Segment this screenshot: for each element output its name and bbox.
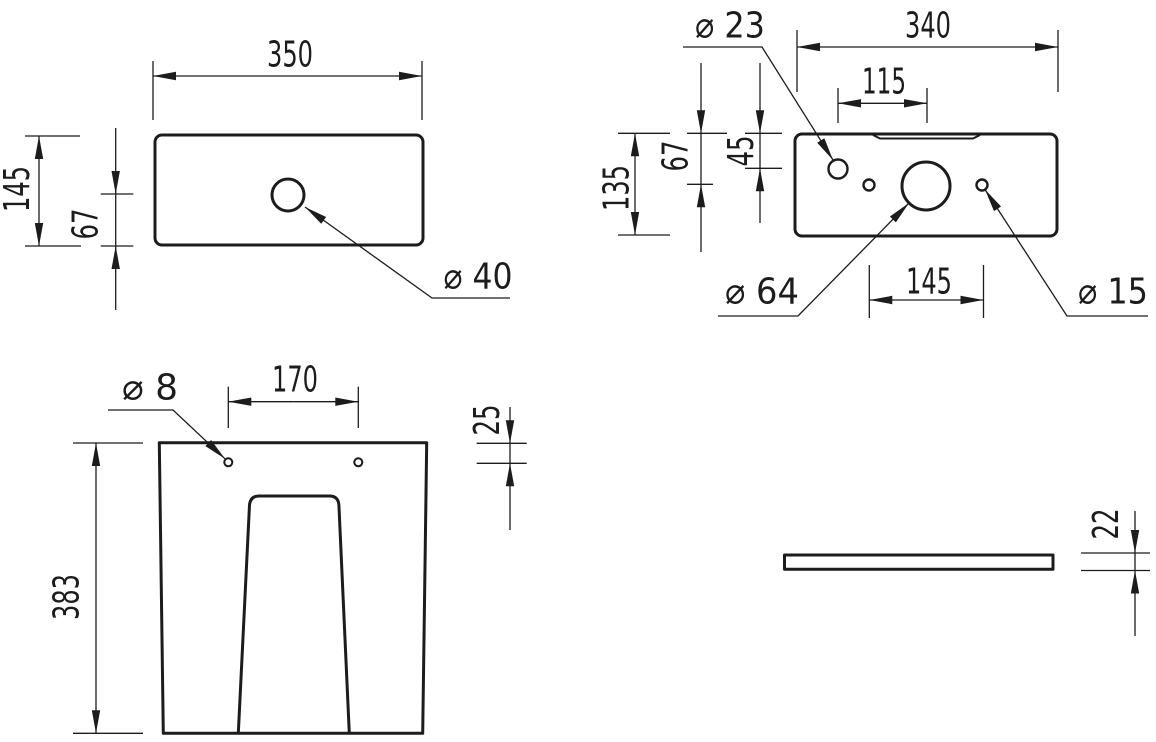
- dim-top-hole-spacing-115: 115: [837, 62, 928, 123]
- leader-label-dia-15: ⌀ 15: [1078, 272, 1148, 313]
- dim-label-115: 115: [862, 62, 906, 103]
- leader-hole-dia-8: ⌀ 8: [108, 368, 226, 460]
- leader-hole-dia-64: ⌀ 64: [718, 202, 910, 317]
- view-cistern-top: 350 145 67 ⌀ 40: [0, 35, 513, 310]
- dim-label-383: 383: [47, 574, 88, 620]
- pedestal-outline: [157, 441, 429, 735]
- view-lid-side: 22: [783, 509, 1150, 636]
- leader-line: [108, 409, 226, 460]
- dim-height-135: 135: [597, 132, 670, 236]
- hole-dia-15: [975, 178, 989, 192]
- cistern-top-outline: [153, 133, 425, 247]
- hole-small-left: [862, 178, 876, 192]
- leader-line: [718, 202, 910, 317]
- dim-bottom-hole-spacing-145: 145: [868, 262, 985, 318]
- dim-label-25: 25: [467, 405, 508, 436]
- dim-label-350: 350: [267, 35, 313, 76]
- pedestal-cutout: [236, 494, 351, 734]
- dim-width-350: 350: [152, 35, 423, 120]
- dim-hole-offset-67: 67: [66, 128, 134, 310]
- dim-main-hole-offset-67: 67: [656, 63, 727, 252]
- dim-label-45: 45: [721, 136, 762, 167]
- leader-hole-dia-40: ⌀ 40: [304, 206, 513, 299]
- leader-line: [984, 189, 1148, 317]
- lid-outline: [783, 553, 1055, 571]
- leader-line: [683, 46, 834, 161]
- dim-label-67: 67: [66, 209, 107, 240]
- dim-label-135: 135: [597, 165, 638, 211]
- cistern-front-outline: [793, 132, 1059, 238]
- dim-label-340: 340: [905, 6, 951, 47]
- dim-hole-spacing-170: 170: [227, 360, 359, 428]
- dim-hole-top-offset-25: 25: [467, 405, 527, 530]
- cistern-top-hole: [270, 177, 306, 213]
- dim-thickness-22: 22: [1081, 509, 1150, 636]
- fixing-hole-right: [353, 457, 364, 468]
- leader-label-dia-40: ⌀ 40: [444, 257, 513, 298]
- leader-line: [304, 206, 510, 299]
- dim-label-145: 145: [0, 166, 38, 212]
- leader-hole-dia-15: ⌀ 15: [984, 189, 1148, 317]
- leader-hole-dia-23: ⌀ 23: [683, 6, 834, 161]
- leader-label-dia-23: ⌀ 23: [695, 6, 765, 47]
- leader-label-dia-8: ⌀ 8: [122, 368, 178, 409]
- dim-height-383: 383: [47, 442, 143, 734]
- view-cistern-front: 340 115 135 67: [597, 6, 1148, 318]
- dim-left-hole-offset-45: 45: [721, 63, 782, 223]
- view-pedestal-front: 170 383 25 ⌀ 8: [47, 360, 527, 735]
- dim-label-145: 145: [906, 262, 952, 303]
- dim-label-170: 170: [272, 360, 318, 401]
- fixing-hole-left: [223, 457, 234, 468]
- dim-label-67: 67: [656, 141, 697, 172]
- dim-width-340: 340: [796, 6, 1059, 92]
- dim-label-22: 22: [1086, 509, 1127, 540]
- hole-dia-64: [900, 160, 952, 212]
- hole-dia-23: [827, 158, 849, 180]
- leader-label-dia-64: ⌀ 64: [725, 272, 799, 313]
- cistern-lid-seam: [872, 134, 981, 140]
- dim-depth-145: 145: [0, 135, 81, 247]
